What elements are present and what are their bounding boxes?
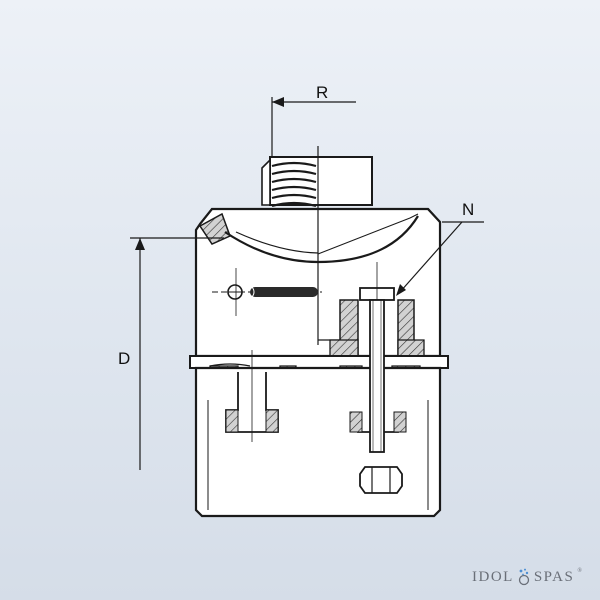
dimension-label-n: N xyxy=(462,200,474,219)
lower-left-bolt-socket xyxy=(225,350,279,442)
water-drop-icon xyxy=(518,568,529,586)
threaded-nipple xyxy=(261,146,373,210)
dimension-label-r: R xyxy=(316,83,328,102)
internal-threads xyxy=(271,161,317,208)
dimension-label-d: D xyxy=(118,349,130,368)
lower-right-bolt-socket xyxy=(349,299,407,453)
dimension-n: N xyxy=(396,200,484,296)
brand-text-left: IDOL xyxy=(472,568,514,585)
registered-mark: ® xyxy=(577,568,582,574)
dimension-r: R xyxy=(271,83,356,158)
dimension-d: D xyxy=(118,237,224,470)
brand-text-right: SPAS xyxy=(533,568,575,585)
brand-logo: IDOL SPAS ® xyxy=(472,566,582,588)
lever-rod xyxy=(212,268,322,316)
hex-nut xyxy=(359,466,403,494)
lower-housing xyxy=(194,366,442,518)
